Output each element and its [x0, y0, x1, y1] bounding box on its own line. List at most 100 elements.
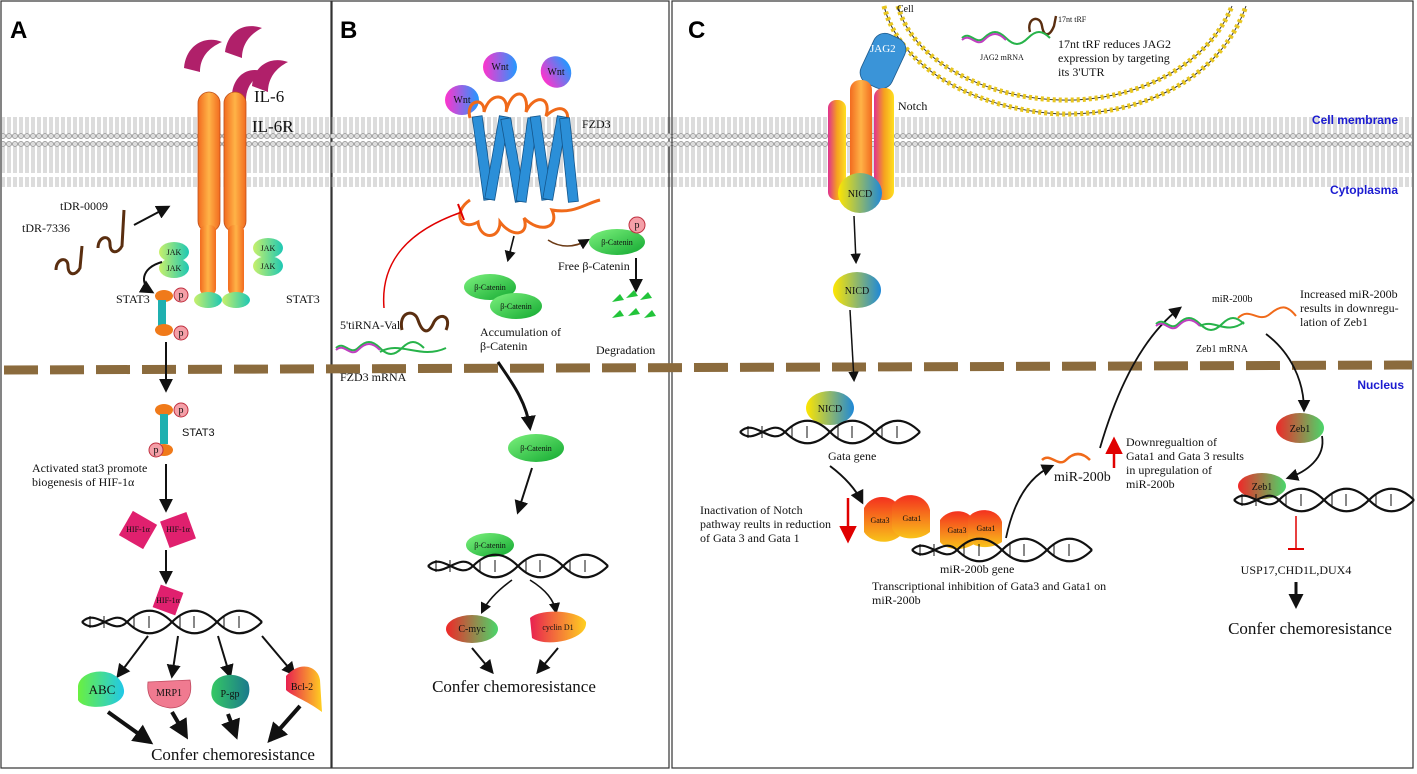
- zeb1-mrna-label: Zeb1 mRNA: [1196, 344, 1249, 355]
- phospho-circle: [173, 402, 189, 418]
- fzd3-mrna-tail: [379, 347, 447, 353]
- lipid-heads-outer: [881, 5, 1249, 117]
- hif1a-protein: [118, 510, 158, 550]
- trf-molecule: [1028, 15, 1058, 36]
- il6-ligand: [252, 60, 288, 92]
- nicd-label: NICD: [848, 189, 872, 200]
- wnt-label: Wnt: [547, 67, 564, 78]
- confer-chemoresistance-c: Confer chemoresistance: [1228, 619, 1392, 638]
- wnt-ligand: [540, 56, 572, 88]
- accumulation-text: Accumulation of: [480, 325, 561, 339]
- jag2-mrna: [961, 31, 1051, 45]
- jak-protein: [253, 238, 283, 258]
- jak-label: JAK: [261, 244, 276, 253]
- mir-export-arrow: [1099, 306, 1183, 449]
- fzd3-mrna: [335, 341, 425, 355]
- zeb1-arrow: [1265, 333, 1311, 413]
- zeb1-label: Zeb1: [1290, 424, 1311, 435]
- fzd3-arrow-free: [547, 238, 590, 250]
- zeb1-label: Zeb1: [1252, 482, 1273, 493]
- jag2-ligand: [859, 32, 907, 90]
- gata-arrow: [829, 465, 864, 505]
- chemo-arrow: [221, 713, 240, 740]
- cyclin-d1-protein: [530, 611, 587, 643]
- nicd-label: NICD: [845, 286, 869, 297]
- nuclear-envelope: [3, 360, 1413, 375]
- beta-to-dna-arrow: [514, 467, 533, 515]
- tirna-molecule: [399, 311, 449, 333]
- il6-ligand: [232, 70, 264, 100]
- hif1a-label: HIF-1α: [166, 525, 191, 534]
- notch-receptor: [828, 100, 846, 200]
- panel-label-c: C: [688, 17, 705, 44]
- gata3-label: Gata3: [947, 526, 966, 535]
- jak-protein: [253, 256, 283, 276]
- cytoplasma-label: Cytoplasma: [1330, 183, 1398, 197]
- cell-label: Cell: [897, 4, 914, 15]
- hif1a-bound: [152, 584, 184, 616]
- beta-catenin-bound: [466, 533, 514, 557]
- phospho-label: p: [179, 328, 184, 339]
- inactivation-text: pathway reults in reduction: [700, 517, 831, 531]
- cmyc-label: C-myc: [458, 624, 486, 635]
- gata-gene-label: Gata gene: [828, 449, 876, 463]
- il6r-label: IL-6R: [252, 117, 294, 136]
- downregulation-text: in upregulation of: [1126, 463, 1212, 477]
- gene-arrow: [261, 635, 296, 677]
- il6-ligand: [184, 39, 222, 72]
- stat3-protein: [155, 324, 173, 336]
- mir200b-bound: [1237, 306, 1297, 319]
- fzd3-arrow: [504, 235, 516, 263]
- downregulation-text: Downregualtion of: [1126, 435, 1217, 449]
- tirna-label: 5'tiRNA-Val: [340, 318, 401, 332]
- target-arrow: [529, 579, 561, 615]
- confer-chemoresistance-b: Confer chemoresistance: [432, 677, 596, 696]
- jag2-mrna-label: JAG2 mRNA: [980, 53, 1024, 62]
- dna-helix-mir: [910, 537, 1094, 563]
- jak-protein: [159, 242, 189, 262]
- zeb1-bound: [1238, 473, 1286, 499]
- panel-b: Wnt Wnt Wnt FZD3 β-Catenin p Free β-Cate…: [335, 52, 656, 696]
- gene-arrow: [116, 635, 149, 679]
- nicd-label: NICD: [818, 404, 842, 415]
- inactivation-text: of Gata 3 and Gata 1: [700, 531, 800, 545]
- confer-chemoresistance-a: Confer chemoresistance: [151, 745, 315, 764]
- stat3-nuclear: [155, 404, 173, 416]
- panel-label-a: A: [10, 17, 27, 44]
- panel-c: Cell 17nt tRF JAG2 mRNA 17nt tRF reduces…: [700, 4, 1416, 638]
- beta-catenin: [464, 274, 516, 300]
- chemo-arrow: [169, 710, 189, 740]
- target-arrow: [480, 579, 513, 615]
- lipid-heads-inner: [895, 5, 1235, 103]
- zeb1-mrna-tail: [1199, 321, 1245, 329]
- beta-catenin: [490, 293, 542, 319]
- gp130-stalk: [228, 225, 244, 295]
- notch-receptor: [850, 80, 872, 200]
- hif1a-label: HIF-1α: [156, 596, 181, 605]
- il6-ligand: [225, 26, 262, 58]
- phospho-label: p: [179, 290, 184, 301]
- mir-transcribe-arrow: [1005, 464, 1055, 539]
- gata3-protein: [864, 496, 900, 542]
- stat3-label: STAT3: [116, 292, 150, 306]
- il6r-receptor: [197, 91, 221, 233]
- nucleus-label: Nucleus: [1357, 378, 1404, 392]
- tdr-arrow: [133, 205, 171, 226]
- tirna-inhibition: [382, 211, 463, 309]
- cell-membrane-label: Cell membrane: [1312, 113, 1398, 127]
- mir-gene-label: miR-200b gene: [940, 562, 1014, 576]
- phospho-label: p: [179, 405, 184, 416]
- gene-arrow: [217, 635, 234, 679]
- gata1-label: Gata1: [902, 514, 921, 523]
- tdr-0009-molecule: [96, 209, 126, 254]
- wnt-label: Wnt: [491, 62, 508, 73]
- panel-label-b: B: [340, 17, 357, 44]
- pgp-label: P-gp: [221, 689, 240, 700]
- degradation-label: Degradation: [596, 343, 655, 357]
- panel-a: IL-6 IL-6R JAK JAK JAK JAK tDR-0009 tDR-…: [22, 26, 322, 764]
- bcl2-label: Bcl-2: [291, 682, 313, 693]
- hif1a-protein: [160, 512, 196, 548]
- tdr-7336-label: tDR-7336: [22, 221, 70, 235]
- beta-catenin-label: β-Catenin: [500, 302, 532, 311]
